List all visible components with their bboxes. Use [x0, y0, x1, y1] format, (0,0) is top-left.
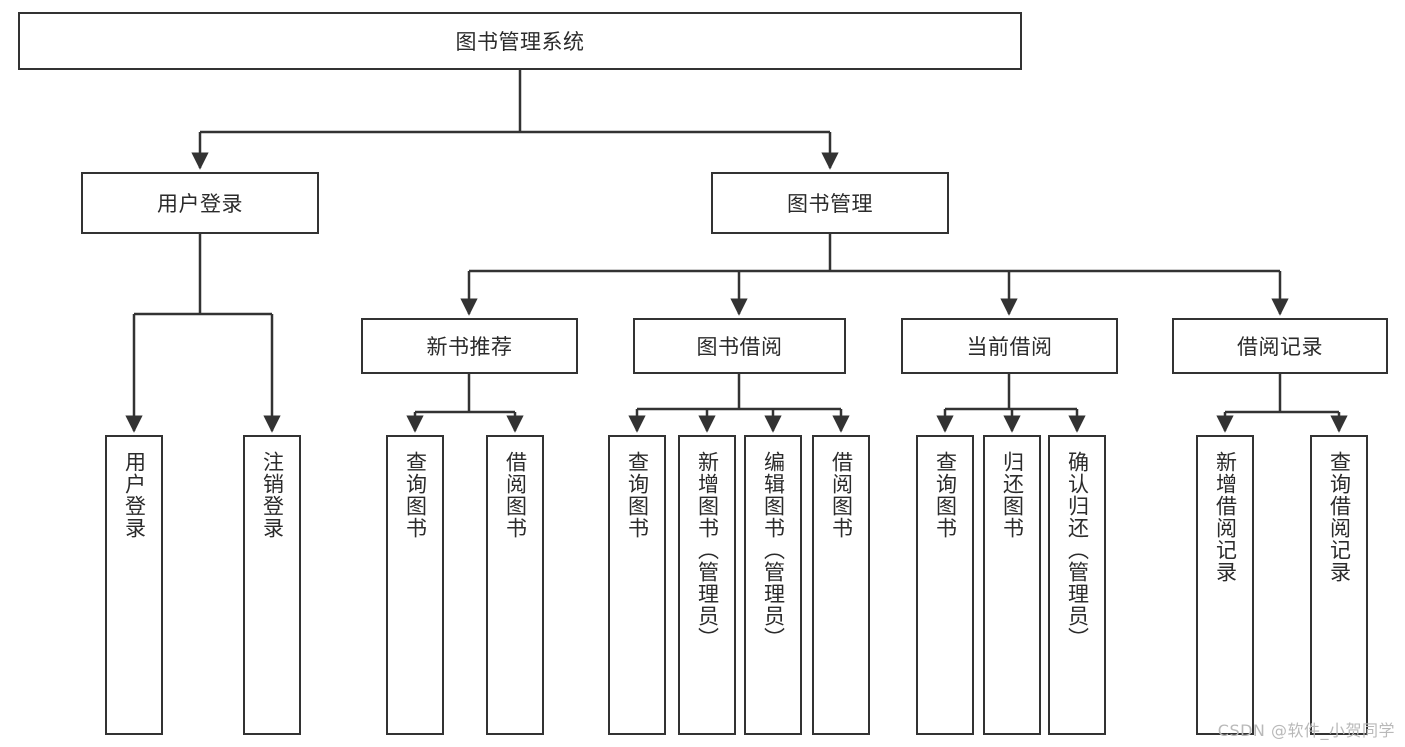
- leaf-query-borrow-record-label: 查询借阅记录: [1327, 451, 1352, 583]
- node-new-book-recommend-label: 新书推荐: [426, 335, 513, 359]
- leaf-add-borrow-record[interactable]: 新增借阅记录: [1196, 435, 1254, 735]
- leaf-logout[interactable]: 注销登录: [243, 435, 301, 735]
- node-book-management-label: 图书管理: [787, 192, 873, 216]
- node-book-management[interactable]: 图书管理: [711, 172, 949, 234]
- node-new-book-recommend[interactable]: 新书推荐: [361, 318, 578, 374]
- leaf-add-borrow-record-label: 新增借阅记录: [1213, 451, 1238, 583]
- leaf-query-books-borrow-label: 查询图书: [625, 451, 650, 539]
- node-root[interactable]: 图书管理系统: [18, 12, 1022, 70]
- leaf-add-book-admin-label: 新增图书（管理员）: [695, 451, 720, 649]
- watermark-text: CSDN @软件_小贺同学: [1217, 721, 1395, 740]
- node-book-borrow[interactable]: 图书借阅: [633, 318, 846, 374]
- leaf-query-books-current-label: 查询图书: [933, 451, 958, 539]
- leaf-query-books-current[interactable]: 查询图书: [916, 435, 974, 735]
- leaf-borrow-books-label: 借阅图书: [829, 451, 854, 539]
- node-current-borrow-label: 当前借阅: [966, 335, 1053, 359]
- leaf-borrow-books-recommend-label: 借阅图书: [503, 451, 528, 539]
- node-root-label: 图书管理系统: [455, 30, 585, 54]
- leaf-edit-book-admin[interactable]: 编辑图书（管理员）: [744, 435, 802, 735]
- leaf-add-book-admin[interactable]: 新增图书（管理员）: [678, 435, 736, 735]
- leaf-confirm-return-admin-label: 确认归还（管理员）: [1065, 451, 1090, 649]
- leaf-edit-book-admin-label: 编辑图书（管理员）: [761, 451, 786, 649]
- leaf-query-books-recommend[interactable]: 查询图书: [386, 435, 444, 735]
- leaf-return-books[interactable]: 归还图书: [983, 435, 1041, 735]
- node-current-borrow[interactable]: 当前借阅: [901, 318, 1118, 374]
- node-borrow-records[interactable]: 借阅记录: [1172, 318, 1388, 374]
- node-borrow-records-label: 借阅记录: [1237, 335, 1323, 359]
- leaf-return-books-label: 归还图书: [1000, 451, 1025, 539]
- node-user-login[interactable]: 用户登录: [81, 172, 319, 234]
- leaf-borrow-books-recommend[interactable]: 借阅图书: [486, 435, 544, 735]
- leaf-confirm-return-admin[interactable]: 确认归还（管理员）: [1048, 435, 1106, 735]
- leaf-query-books-recommend-label: 查询图书: [403, 451, 428, 539]
- leaf-logout-label: 注销登录: [260, 451, 285, 539]
- leaf-borrow-books[interactable]: 借阅图书: [812, 435, 870, 735]
- leaf-user-login[interactable]: 用户登录: [105, 435, 163, 735]
- leaf-query-books-borrow[interactable]: 查询图书: [608, 435, 666, 735]
- node-user-login-label: 用户登录: [157, 192, 243, 216]
- leaf-user-login-label: 用户登录: [122, 451, 147, 539]
- leaf-query-borrow-record[interactable]: 查询借阅记录: [1310, 435, 1368, 735]
- node-book-borrow-label: 图书借阅: [696, 335, 783, 359]
